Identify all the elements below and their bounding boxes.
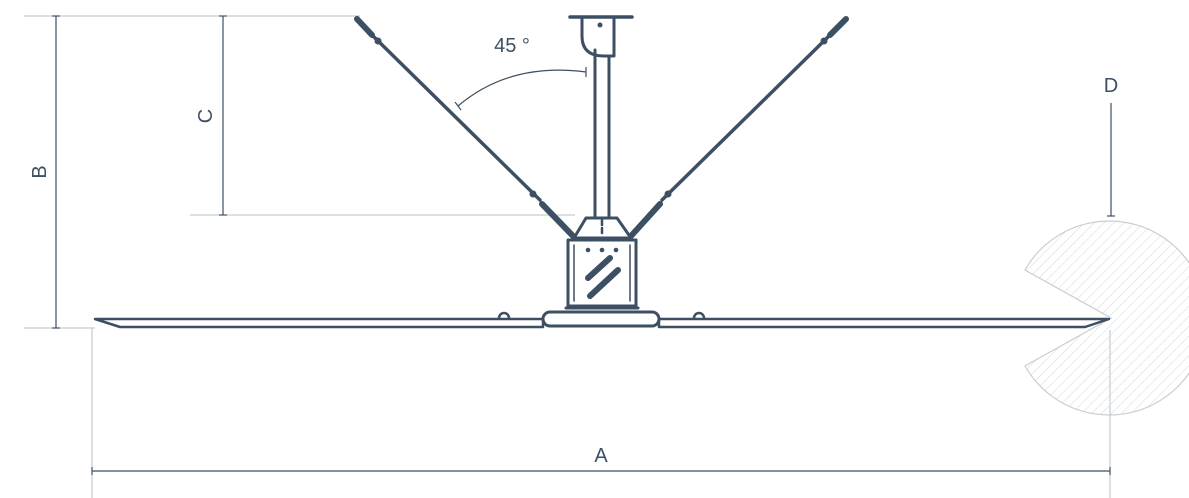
angle-label: 45 ° (494, 35, 530, 57)
clearance-zone (1024, 220, 1189, 416)
motor-housing (564, 216, 640, 310)
dimension-b: B (24, 15, 360, 329)
angle-annotation: 45 ° (454, 35, 587, 111)
angle-arc (457, 69, 587, 107)
ceiling-fan (93, 15, 1111, 329)
dimension-b-label: B (29, 165, 51, 178)
dimension-d: D (1024, 75, 1189, 416)
dimension-c-label: C (195, 109, 217, 123)
dimension-a-label: A (594, 445, 608, 467)
fan-blades (93, 317, 1111, 329)
fan-hub (541, 310, 661, 328)
angle-arc-tick-left (454, 101, 462, 111)
guy-wire-left (354, 16, 576, 239)
down-rod (593, 48, 611, 220)
guy-wire-right (628, 16, 849, 239)
ceiling-mount (568, 15, 634, 58)
dimension-a: A (91, 328, 1111, 498)
blade-tabs (497, 311, 706, 320)
dimension-d-label: D (1104, 75, 1118, 97)
dimension-c: C (190, 15, 575, 216)
